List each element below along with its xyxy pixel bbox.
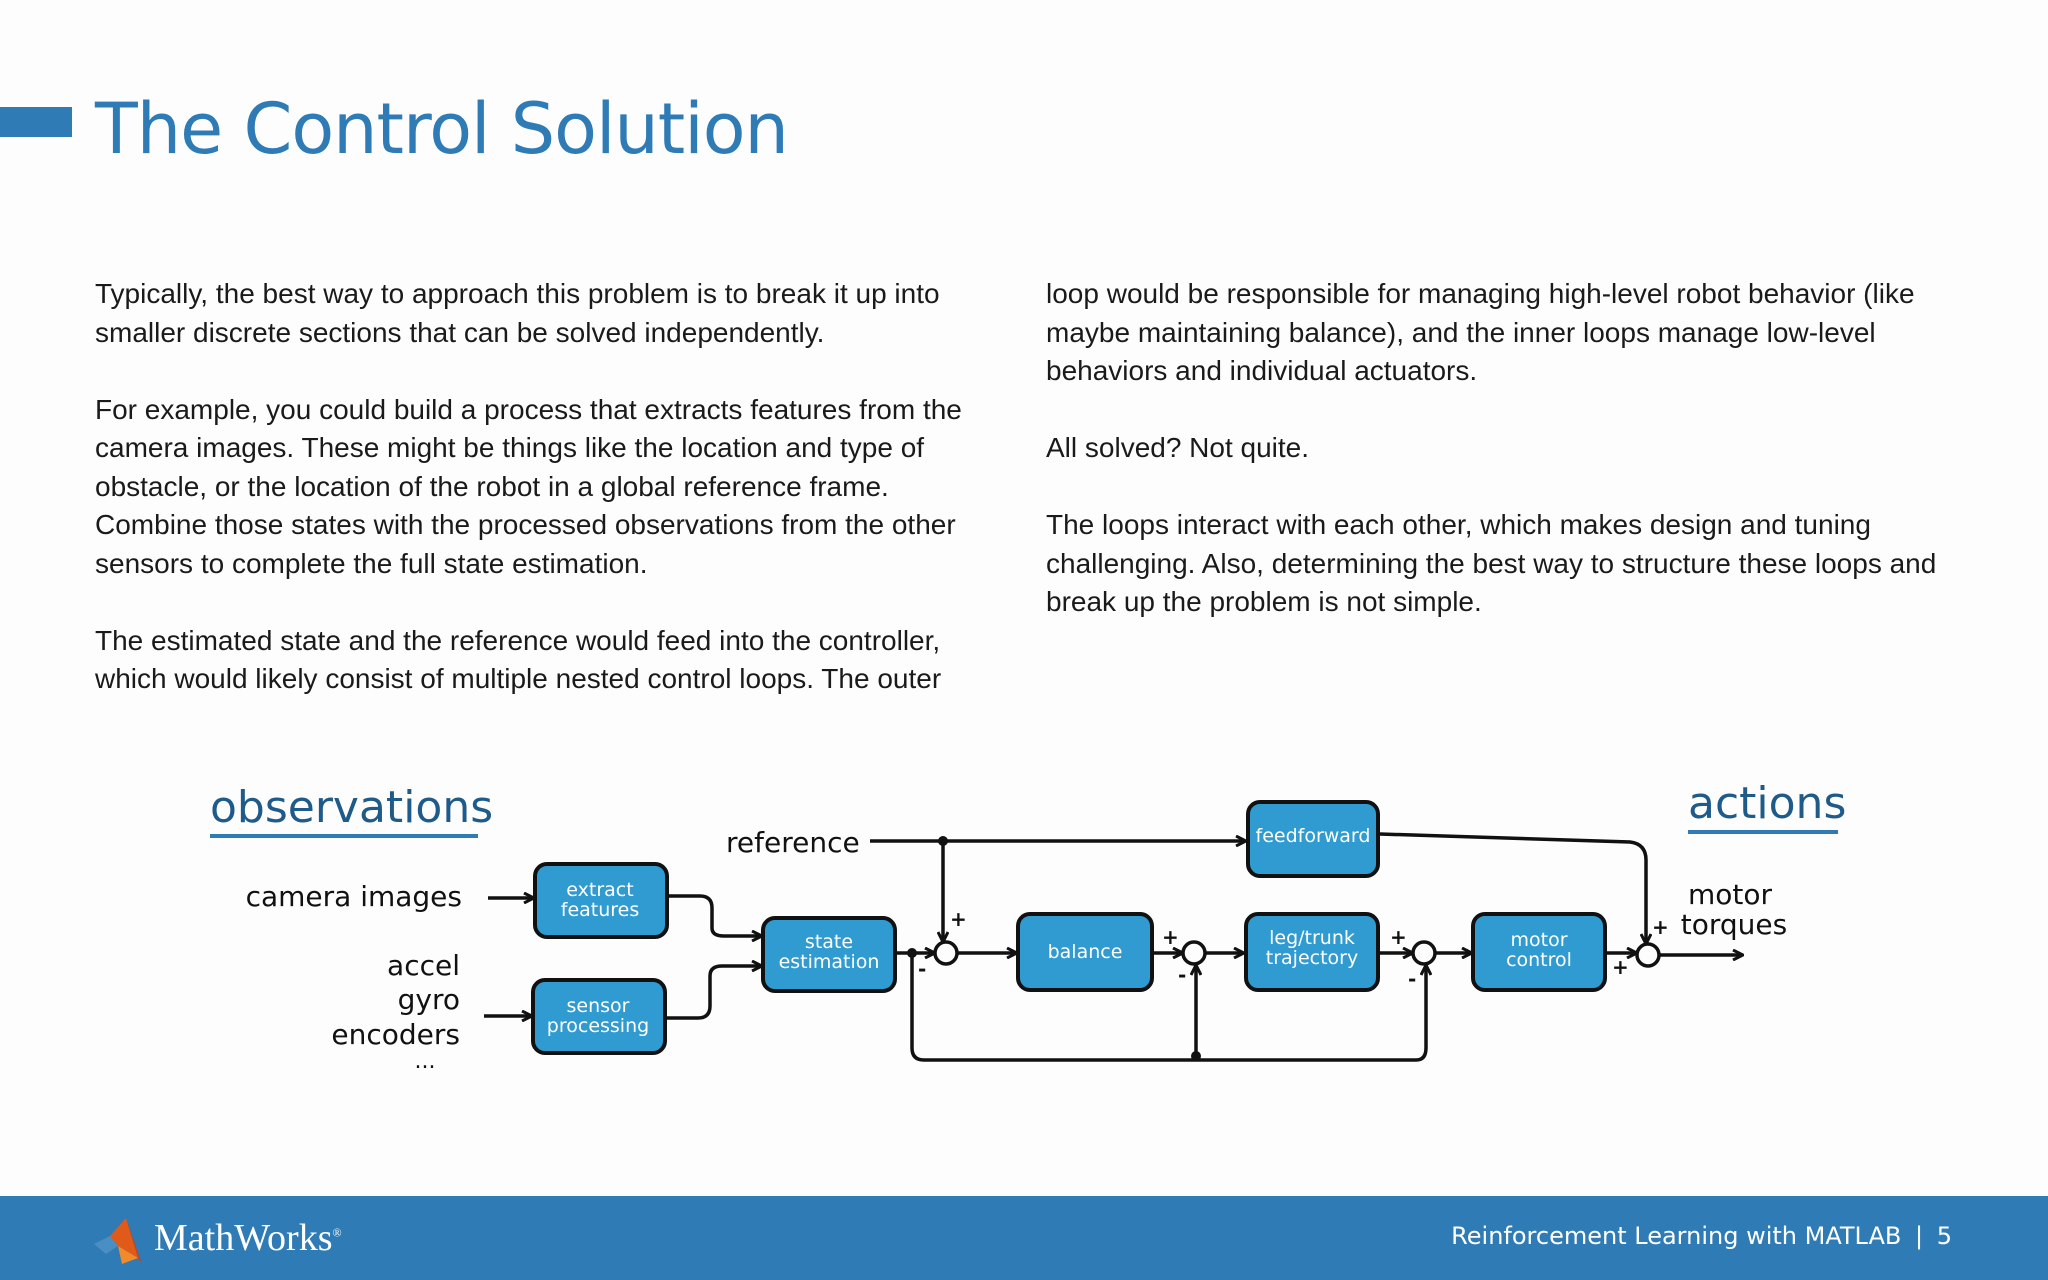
summing-junctions: [933, 940, 1661, 968]
block-label: control: [1506, 949, 1572, 971]
footer-caption: Reinforcement Learning with MATLAB | 5: [1451, 1222, 1952, 1250]
observations-heading: observations: [210, 782, 493, 833]
junction-dot: [938, 836, 948, 846]
text-column-left: Typically, the best way to approach this…: [95, 275, 995, 737]
mathworks-logo-icon: [94, 1218, 142, 1264]
ellipsis-label: ...: [415, 1049, 436, 1074]
block-label: balance: [1048, 941, 1123, 963]
block-label: sensor: [567, 995, 630, 1017]
paragraph: The estimated state and the reference wo…: [95, 624, 942, 695]
plus-sign: +: [1652, 915, 1669, 939]
plus-sign: +: [1390, 925, 1407, 949]
sensor-processing-block: [531, 978, 667, 1055]
paragraph: loop would be responsible for managing h…: [1046, 278, 1915, 386]
block-label: features: [561, 899, 640, 921]
sum-junction-4: [1635, 942, 1661, 968]
reference-label: reference: [726, 826, 860, 859]
block-label: motor: [1510, 929, 1567, 951]
sum-junction-2: [1181, 940, 1207, 966]
mathworks-brand: MathWorks®: [154, 1216, 342, 1260]
paragraph: Typically, the best way to approach this…: [95, 278, 940, 348]
balance-block: [1016, 912, 1154, 992]
paragraph: For example, you could build a process t…: [95, 393, 962, 579]
plus-sign: +: [1612, 955, 1629, 979]
encoders-label: encoders: [331, 1018, 460, 1051]
state-estimation-block: [761, 916, 897, 993]
footer-bar: [0, 1196, 2048, 1280]
block-label: feedforward: [1256, 825, 1371, 847]
minus-sign: -: [1408, 967, 1416, 991]
signal-lines: [484, 832, 1742, 1062]
feedforward-to-sum4-line: [1379, 832, 1646, 943]
block-label: estimation: [779, 951, 880, 973]
title-accent-bar: [0, 107, 72, 137]
minus-sign: -: [1178, 963, 1186, 987]
footer-title: Reinforcement Learning with MATLAB: [1451, 1222, 1902, 1250]
minus-sign: -: [918, 957, 926, 981]
block-label: extract: [566, 879, 633, 901]
sensor-to-state-line: [666, 966, 761, 1020]
gyro-label: gyro: [398, 983, 460, 1016]
extract-to-state-line: [668, 894, 761, 936]
motor-control-block: [1471, 912, 1607, 992]
registered-mark: ®: [332, 1225, 342, 1240]
paragraph: All solved? Not quite.: [1046, 432, 1310, 463]
block-label: state: [805, 931, 853, 953]
motor-torques-label: motor: [1688, 878, 1773, 911]
sum-junction-3: [1411, 940, 1437, 966]
actions-heading: actions: [1688, 778, 1846, 829]
page-title: The Control Solution: [95, 88, 789, 170]
plus-sign: +: [950, 907, 967, 931]
leg-trunk-trajectory-block: [1244, 912, 1380, 992]
sum-junction-1: [933, 940, 959, 966]
paragraph: The loops interact with each other, whic…: [1046, 509, 1937, 617]
junction-dot: [1191, 1051, 1201, 1061]
page-number: 5: [1936, 1222, 1952, 1250]
motor-torques-label: torques: [1681, 908, 1787, 941]
feedback-loop-line: [910, 953, 1426, 1062]
block-label: leg/trunk: [1269, 927, 1355, 949]
block-label: trajectory: [1266, 947, 1358, 969]
plus-sign: +: [1162, 925, 1179, 949]
camera-images-label: camera images: [246, 880, 462, 913]
feedforward-block: [1246, 800, 1380, 878]
text-column-right: loop would be responsible for managing h…: [1046, 275, 1946, 660]
footer-separator: |: [1914, 1222, 1924, 1250]
junction-dot: [907, 948, 917, 958]
accel-label: accel: [387, 949, 460, 982]
block-label: processing: [547, 1015, 649, 1037]
extract-features-block: [533, 862, 669, 939]
brand-name: MathWorks: [154, 1217, 333, 1259]
